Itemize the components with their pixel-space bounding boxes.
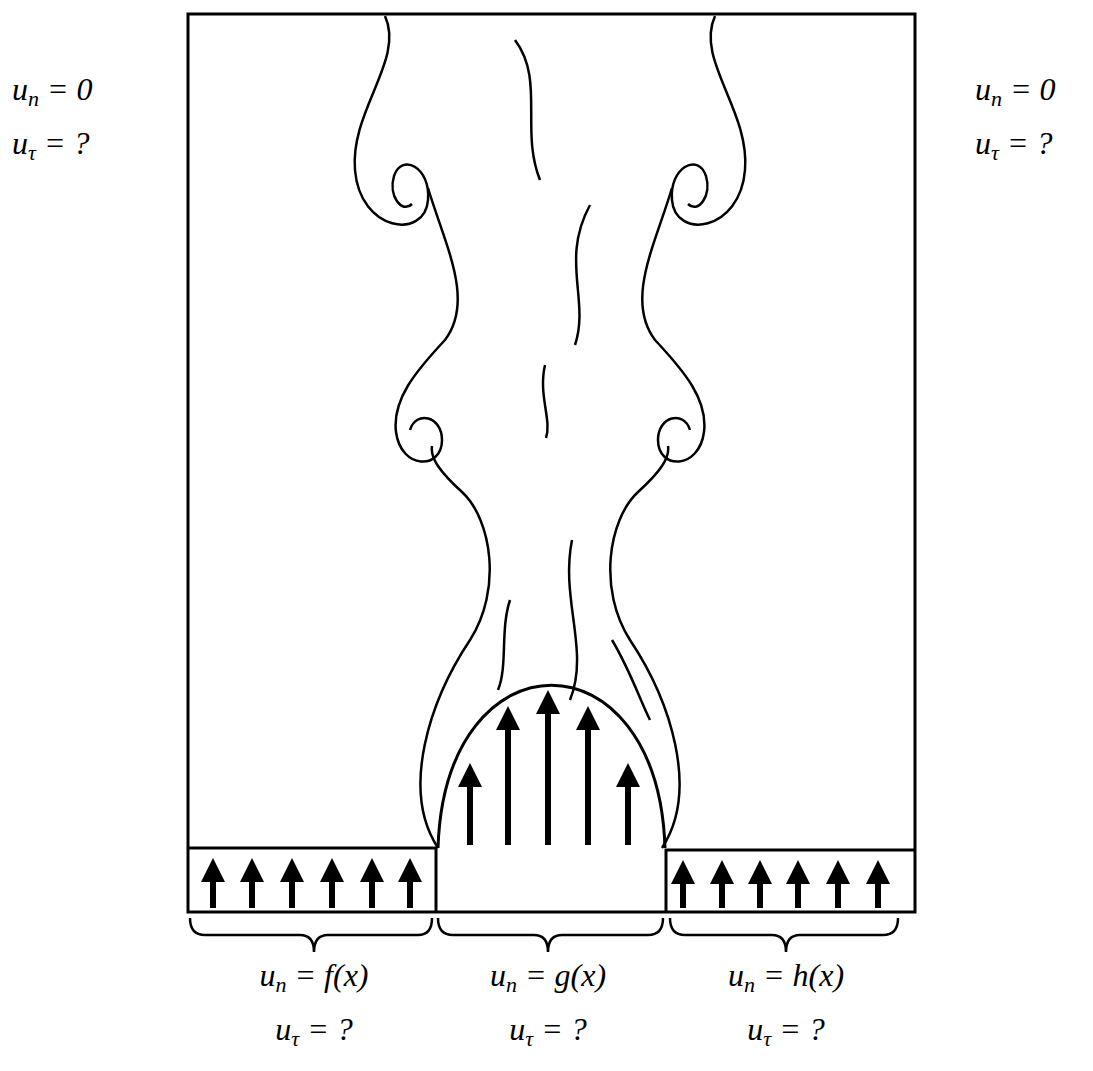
boundary-condition: un = g(x)	[490, 958, 606, 993]
boundary-condition: uτ = ?	[12, 126, 89, 161]
boundary-condition: un = h(x)	[728, 958, 844, 993]
velocity-arrows	[213, 702, 878, 908]
jet-profile	[438, 685, 665, 848]
brace	[190, 918, 432, 952]
boundary-condition: un = f(x)	[260, 958, 369, 993]
boundary-condition: un = 0	[975, 72, 1056, 107]
boundary-condition: uτ = ?	[509, 1012, 586, 1047]
boundary-condition: uτ = ?	[747, 1012, 824, 1047]
domain-box	[188, 14, 915, 912]
boundary-condition: uτ = ?	[975, 126, 1052, 161]
plume-curves	[355, 16, 746, 848]
boundary-condition: uτ = ?	[275, 1012, 352, 1047]
brace	[438, 918, 663, 952]
inlet-strip	[666, 850, 915, 912]
boundary-condition: un = 0	[12, 72, 93, 107]
brace	[670, 918, 898, 952]
inlet-strip	[188, 848, 436, 912]
